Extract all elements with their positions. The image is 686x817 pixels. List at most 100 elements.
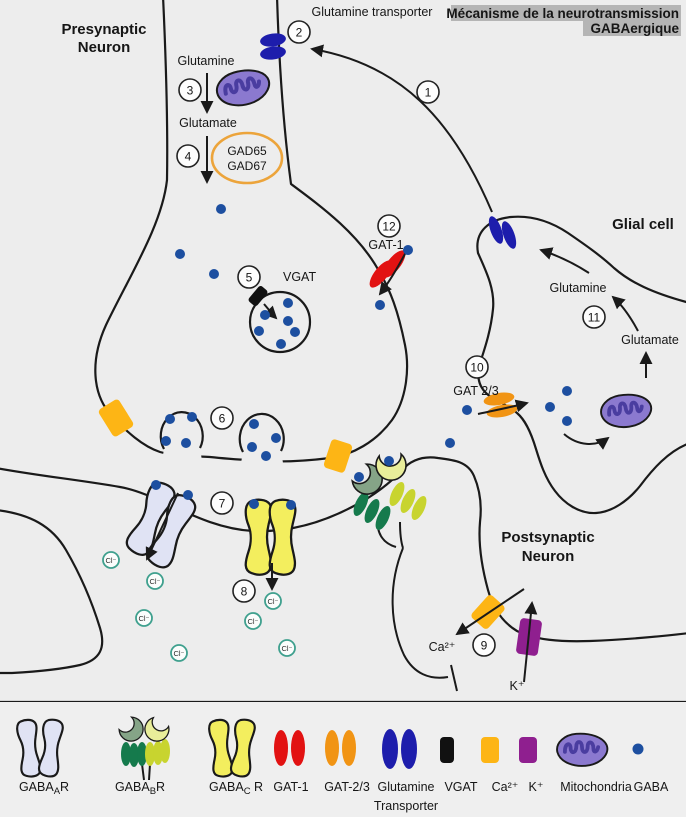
svg-text:Cl⁻: Cl⁻ xyxy=(105,556,116,565)
legend-vgat-icon xyxy=(440,737,454,763)
arrow-ca-flux xyxy=(455,588,525,636)
svg-text:2: 2 xyxy=(296,26,303,40)
legend-gat1-icon xyxy=(274,730,305,766)
arrow-gaba-to-mito xyxy=(563,433,610,450)
cl-ion: Cl⁻ xyxy=(102,551,120,569)
axon-glutamine-label: Glutamine xyxy=(178,54,235,68)
legend-mitochondria-label: Mitochondria xyxy=(560,780,632,794)
legend-glutamine-transporter-icon xyxy=(382,729,417,769)
step-10-badge: 10 xyxy=(465,355,489,379)
legend-gaba-label: GABA xyxy=(634,780,669,794)
glutamine-transporter-label: Glutamine transporter xyxy=(312,5,433,19)
svg-text:7: 7 xyxy=(219,497,226,511)
vgat-label: VGAT xyxy=(283,270,316,284)
arrow-gat1 xyxy=(378,251,407,296)
legend-gat23-label: GAT-2/3 xyxy=(324,780,370,794)
legend-ca-label: Ca²⁺ xyxy=(492,780,519,794)
ca-channel-bouton-right xyxy=(323,439,353,473)
legend-gaba-c-label: GABAC R xyxy=(209,780,263,797)
legend-gaba-a-label: GABAAR xyxy=(19,780,69,797)
svg-text:12: 12 xyxy=(382,220,396,234)
glial-glutamate-label: Glutamate xyxy=(621,333,679,347)
step-7-badge: 7 xyxy=(210,491,234,515)
svg-text:1: 1 xyxy=(425,86,432,100)
page-title: Mécanisme de la neurotransmission xyxy=(446,6,679,21)
glutamine-transporter-presynaptic xyxy=(260,33,286,60)
svg-text:4: 4 xyxy=(185,150,192,164)
cl-ion: Cl⁻ xyxy=(146,572,164,590)
svg-text:6: 6 xyxy=(219,412,226,426)
cl-ion: Cl⁻ xyxy=(135,609,153,627)
arrow-step1 xyxy=(310,44,493,213)
postsynaptic-neuron-label: Postsynaptic xyxy=(501,529,594,546)
cl-ion: Cl⁻ xyxy=(244,612,262,630)
step-4-badge: 4 xyxy=(176,144,200,168)
gad67-label: GAD67 xyxy=(227,159,267,173)
legend: GABAAR GABABR GABAC R GAT-1 GAT-2/3 xyxy=(0,702,686,817)
arrow-glutamate-to-glutamine xyxy=(611,295,639,332)
chloride-ions: Cl⁻ Cl⁻ Cl⁻ Cl⁻ Cl⁻ Cl⁻ Cl⁻ xyxy=(102,551,296,662)
axon-glutamate-label: Glutamate xyxy=(179,116,237,130)
svg-text:9: 9 xyxy=(481,639,488,653)
svg-text:10: 10 xyxy=(470,361,484,375)
svg-text:Cl⁻: Cl⁻ xyxy=(173,649,184,658)
gat1-label: GAT-1 xyxy=(368,238,403,252)
legend-gaba-icon xyxy=(632,743,644,755)
cl-ion: Cl⁻ xyxy=(278,639,296,657)
gad65-label: GAD65 xyxy=(227,144,267,158)
svg-text:Cl⁻: Cl⁻ xyxy=(138,614,149,623)
ca-channel-bouton-left xyxy=(98,399,134,437)
legend-gat23-icon xyxy=(325,730,356,766)
arrow-vgat xyxy=(263,303,278,320)
legend-transporter-label: Transporter xyxy=(374,799,438,813)
glutamine-transporter-glial xyxy=(488,216,517,249)
legend-ca-icon xyxy=(481,737,499,763)
vgat-transporter xyxy=(248,286,268,306)
arrow-k-flux xyxy=(523,601,538,683)
legend-k-icon xyxy=(519,737,537,763)
title-block: Mécanisme de la neurotransmission GABAer… xyxy=(446,5,681,36)
presynaptic-neuron-label: Presynaptic xyxy=(61,21,146,38)
legend-gat1-label: GAT-1 xyxy=(273,780,308,794)
step-3-badge: 3 xyxy=(178,78,202,102)
svg-text:3: 3 xyxy=(187,84,194,98)
ca-label: Ca²⁺ xyxy=(429,640,456,654)
step-6-badge: 6 xyxy=(210,406,234,430)
process-arrows xyxy=(145,44,653,692)
gad-enzyme: GAD65 GAD67 xyxy=(210,131,284,185)
glial-cell-label: Glial cell xyxy=(612,216,674,233)
step-badges: 1 2 3 4 5 6 7 8 9 10 11 12 xyxy=(176,20,606,657)
arrow-glutamine-out xyxy=(539,247,590,274)
legend-gaba-b-label: GABABR xyxy=(115,780,165,797)
glial-glutamine-label: Glutamine xyxy=(550,281,607,295)
gaba-b-receptor xyxy=(348,452,427,549)
legend-mitochondria-icon xyxy=(555,731,610,768)
step-8-badge: 8 xyxy=(232,579,256,603)
cl-ion: Cl⁻ xyxy=(170,644,188,662)
arrow-gaba-a-flux xyxy=(145,492,179,561)
step-9-badge: 9 xyxy=(472,633,496,657)
postsynaptic-neuron-label2: Neuron xyxy=(522,548,575,565)
svg-text:Cl⁻: Cl⁻ xyxy=(247,617,258,626)
legend-glutamine-label: Glutamine xyxy=(378,780,435,794)
svg-text:8: 8 xyxy=(241,585,248,599)
svg-text:Cl⁻: Cl⁻ xyxy=(149,577,160,586)
step-2-badge: 2 xyxy=(287,20,311,44)
step-12-badge: 12 xyxy=(377,214,401,238)
inhibition-line xyxy=(391,547,458,692)
gat23-label: GAT 2/3 xyxy=(453,384,498,398)
step-5-badge: 5 xyxy=(237,265,261,289)
gray-inlet xyxy=(0,509,104,675)
svg-text:11: 11 xyxy=(588,311,601,325)
legend-vgat-label: VGAT xyxy=(444,780,477,794)
step-11-badge: 11 xyxy=(582,305,606,329)
fusing-vesicle-left xyxy=(159,411,204,461)
legend-k-label: K⁺ xyxy=(529,780,544,794)
diagram-labels: Presynaptic Neuron Glial cell Postsynapt… xyxy=(61,5,678,693)
presynaptic-neuron-label2: Neuron xyxy=(78,39,131,56)
step-1-badge: 1 xyxy=(416,80,440,104)
page-title-line2: GABAergique xyxy=(590,21,679,36)
cl-ion: Cl⁻ xyxy=(264,592,282,610)
